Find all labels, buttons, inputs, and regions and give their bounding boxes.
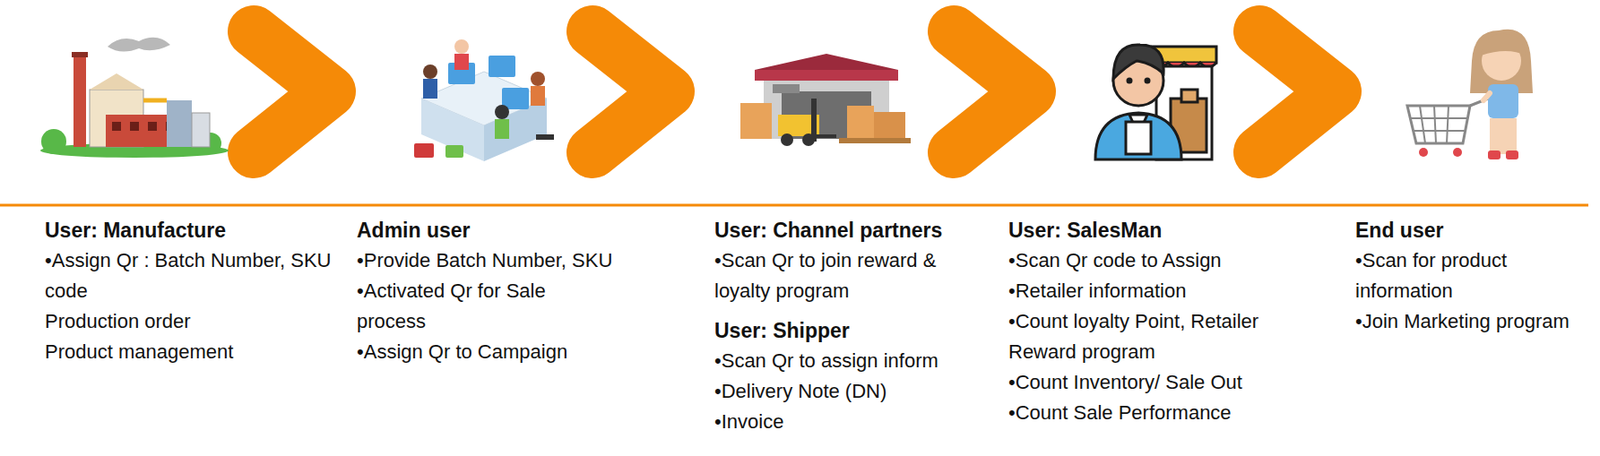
role-heading: User: Shipper xyxy=(714,315,993,346)
role-task: •Count Inventory/ Sale Out xyxy=(1008,367,1318,398)
salesman-icon xyxy=(1095,44,1217,160)
role-task: Production order xyxy=(44,306,355,338)
role-task: •Assign Qr to Campaign xyxy=(356,337,617,368)
role-task: •Scan Qr to assign inform xyxy=(714,345,993,377)
shopper-icon xyxy=(1407,29,1533,160)
user-column: End user•Scan for product information•Jo… xyxy=(1355,215,1575,338)
role-task: •Scan for product information xyxy=(1355,245,1575,307)
user-column: User: SalesMan•Scan Qr code to Assign•Re… xyxy=(1008,215,1318,429)
user-column: Admin user•Provide Batch Number, SKU•Act… xyxy=(356,215,617,368)
role-task: •Count loyalty Point, Retailer Reward pr… xyxy=(1008,306,1318,368)
warehouse-icon xyxy=(740,53,911,147)
role-heading: Admin user xyxy=(356,215,617,246)
role-task: •Delivery Note (DN) xyxy=(714,376,993,407)
role-heading: User: SalesMan xyxy=(1008,215,1318,246)
separator-line xyxy=(0,204,1589,208)
office-icon xyxy=(414,39,554,162)
user-column: User: Manufacture•Assign Qr : Batch Numb… xyxy=(44,215,355,368)
role-task: •Count Sale Performance xyxy=(1008,397,1318,429)
role-heading: User: Manufacture xyxy=(44,215,355,246)
role-heading: User: Channel partners xyxy=(714,215,993,246)
role-task: •Provide Batch Number, SKU xyxy=(356,245,617,277)
user-column: User: Channel partners•Scan Qr to join r… xyxy=(714,215,993,438)
role-task: •Scan Qr code to Assign xyxy=(1008,245,1318,277)
factory-icon xyxy=(40,37,229,158)
role-task: Product management xyxy=(44,337,355,368)
role-task: •Retailer information xyxy=(1008,276,1318,307)
role-task: •Join Marketing program xyxy=(1355,306,1575,338)
role-task: •Assign Qr : Batch Number, SKU code xyxy=(44,245,355,307)
role-task: •Scan Qr to join reward & loyalty progra… xyxy=(714,245,993,307)
role-task: •Invoice xyxy=(714,406,993,438)
role-task: •Activated Qr for Sale process xyxy=(356,276,617,338)
role-heading: End user xyxy=(1355,215,1575,246)
